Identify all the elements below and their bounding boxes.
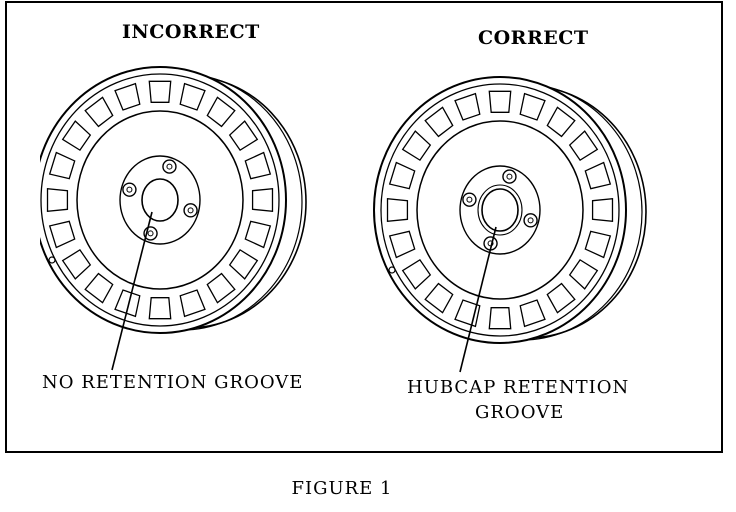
wheel-slot [48, 151, 76, 180]
wheel-slot [114, 82, 141, 111]
rim-lip [40, 73, 280, 327]
no-retention-groove-label: NO RETENTION GROOVE [42, 372, 304, 393]
wheel-slot [48, 220, 76, 249]
correct-heading: CORRECT [478, 27, 589, 49]
retention-groove [477, 184, 523, 236]
lug-nut-center [126, 186, 133, 193]
wheel-slot [519, 299, 546, 328]
lug-nut [462, 192, 477, 207]
wheel-slot [519, 92, 546, 121]
wheel-slot [179, 289, 206, 318]
wheel-slot [61, 249, 92, 280]
wheel-slot [206, 272, 236, 304]
incorrect-leader-line [111, 211, 153, 371]
wheel-slot [454, 92, 481, 121]
lug-nut [122, 182, 137, 197]
wheel-slot [244, 151, 272, 180]
face-inner-circle [416, 120, 584, 300]
wheel-slot [568, 130, 599, 161]
rim-lip [380, 83, 620, 337]
valve-stem [48, 256, 56, 264]
lug-nut [523, 213, 538, 228]
incorrect-heading: INCORRECT [122, 21, 260, 43]
wheel-slot [179, 82, 206, 111]
lug-nut-center [147, 230, 154, 237]
wheel-slot [114, 289, 141, 318]
rim-outer-edge [40, 66, 287, 334]
wheel-slot [454, 299, 481, 328]
wheel-slot [488, 90, 512, 113]
lug-nut [183, 203, 198, 218]
valve-stem [388, 266, 396, 274]
correct-wheel-illustration [373, 76, 647, 344]
wheel-slot [84, 96, 114, 128]
correct-leader-line [459, 226, 497, 373]
center-bore [481, 188, 519, 232]
wheel-slot [546, 106, 576, 138]
wheel-slot [584, 161, 612, 190]
wheel-slot [424, 106, 454, 138]
hubcap-retention-label-line2: GROOVE [475, 402, 565, 423]
wheel-slot [568, 259, 599, 290]
wheel-slot [244, 220, 272, 249]
figure-panel [5, 1, 723, 453]
wheel-slot [584, 230, 612, 259]
wheel-slot [424, 282, 454, 314]
wheel-slot [386, 197, 409, 223]
lug-nut [162, 159, 177, 174]
wheel-slot [251, 187, 274, 213]
figure-caption: FIGURE 1 [291, 478, 393, 499]
face-inner-circle [76, 110, 244, 290]
wheel-slot [401, 130, 432, 161]
wheel-slot [61, 120, 92, 151]
lug-nut-center [187, 207, 194, 214]
wheel-slot [148, 297, 172, 320]
lug-nut-center [527, 217, 534, 224]
lug-nut-center [506, 173, 513, 180]
lug-nut-center [466, 196, 473, 203]
wheel-slot [228, 120, 259, 151]
hub-outer [119, 155, 201, 245]
lug-nut [502, 169, 517, 184]
incorrect-wheel-illustration [40, 66, 307, 334]
wheel-slot [388, 230, 416, 259]
center-bore [141, 178, 179, 222]
wheel-slot [148, 80, 172, 103]
wheel-slot [206, 96, 236, 128]
wheel-slot [546, 282, 576, 314]
wheel-slot [388, 161, 416, 190]
wheel-slot [84, 272, 114, 304]
wheel-slot [488, 307, 512, 330]
hubcap-retention-label-line1: HUBCAP RETENTION [407, 377, 630, 398]
wheel-slot [46, 187, 69, 213]
wheel-slot [401, 259, 432, 290]
wheel-slot [591, 197, 614, 223]
rim-outer-edge [373, 76, 627, 344]
wheel-slot [228, 249, 259, 280]
hub-outer [459, 165, 541, 255]
lug-nut-center [166, 163, 173, 170]
